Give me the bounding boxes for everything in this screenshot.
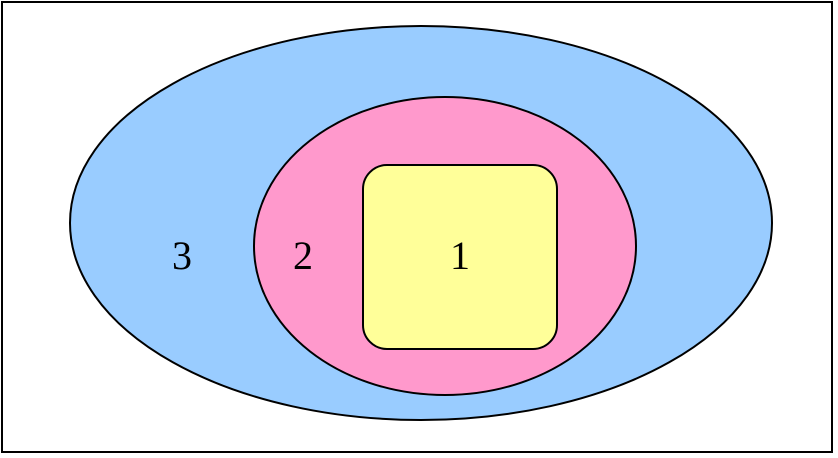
region-3-label: 3 <box>172 233 192 278</box>
inner-region-1 <box>362 164 558 350</box>
region-2-label: 2 <box>293 233 313 278</box>
region-1-label: 1 <box>450 233 470 278</box>
